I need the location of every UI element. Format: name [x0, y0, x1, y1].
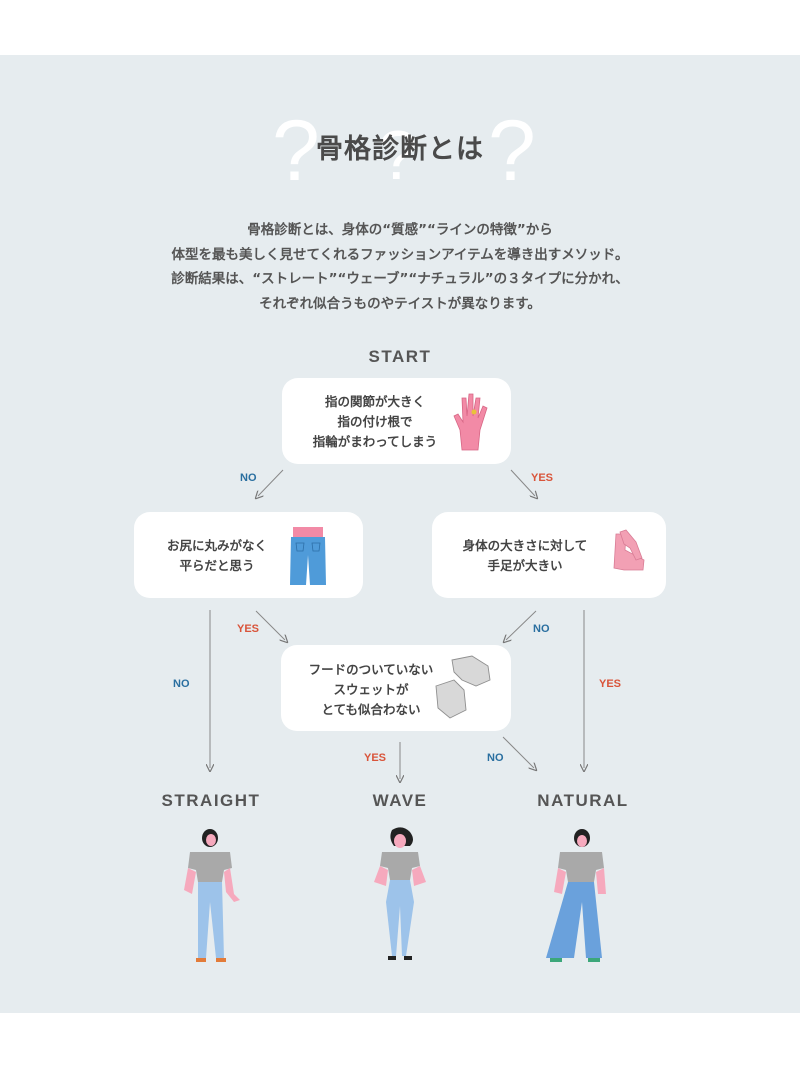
- question-mark-decoration-center: ?: [378, 116, 417, 194]
- question-line: 指輪がまわってしまう: [312, 434, 438, 449]
- answer-yes-label: YES: [531, 472, 554, 484]
- question-mark-decoration-right: ?: [488, 103, 536, 199]
- arrow-q1-yes: [510, 469, 535, 496]
- intro-line: 骨格診断とは、身体の“質感”“ラインの特徴”から: [247, 222, 553, 238]
- question-line: 身体の大きさに対して: [462, 538, 588, 553]
- intro-line: 体型を最も美しく見せてくれるファッションアイテムを導き出すメソッド。: [171, 246, 629, 263]
- page-title: 骨格診断とは: [316, 134, 484, 165]
- answer-no-label: NO: [487, 752, 504, 764]
- arrow-q2-yes: [255, 610, 285, 640]
- question-mark-decoration-left: ?: [272, 103, 320, 199]
- answer-no-label: NO: [533, 623, 550, 635]
- question-line: 指の関節が大きく: [324, 394, 425, 409]
- answer-yes-label: YES: [237, 623, 260, 635]
- question-line: 平らだと思う: [179, 558, 255, 573]
- hand-foot-illustration: [613, 529, 645, 571]
- result-straight-label: STRAIGHT: [161, 791, 261, 810]
- answer-yes-label: YES: [364, 752, 387, 764]
- question-line: お尻に丸みがなく: [166, 538, 267, 553]
- answer-yes-label: YES: [599, 678, 622, 690]
- question-line: 指の付け根で: [337, 414, 413, 429]
- straight-figure-illustration: [184, 829, 240, 962]
- jeans-illustration: [290, 527, 326, 585]
- question-line: フードのついていない: [308, 662, 434, 677]
- sweatshirt-illustration: [435, 655, 491, 719]
- question-text: 指の関節が大きく 指の付け根で 指輪がまわってしまう: [300, 392, 450, 452]
- natural-figure-illustration: [546, 829, 606, 962]
- question-text: お尻に丸みがなく 平らだと思う: [152, 536, 282, 576]
- answer-no-label: NO: [173, 678, 190, 690]
- result-natural-label: NATURAL: [537, 791, 629, 810]
- arrow-q4-no: [502, 736, 534, 768]
- question-text: フードのついていない スウェットが とても似合わない: [296, 660, 446, 720]
- result-wave-label: WAVE: [372, 791, 428, 810]
- intro-line: 診断結果は、“ストレート”“ウェーブ”“ナチュラル”の３タイプに分かれ、: [171, 271, 629, 287]
- arrow-q1-no: [258, 469, 284, 496]
- arrow-q3-no: [506, 610, 537, 640]
- question-line: 手足が大きい: [487, 558, 563, 573]
- question-line: とても似合わない: [321, 702, 421, 717]
- hand-illustration: [453, 393, 488, 451]
- intro-line: それぞれ似合うものやテイストが異なります。: [259, 295, 541, 312]
- wave-figure-illustration: [374, 827, 426, 960]
- start-label: START: [368, 347, 432, 366]
- answer-no-label: NO: [240, 472, 257, 484]
- question-text: 身体の大きさに対して 手足が大きい: [450, 536, 600, 576]
- intro-text: 骨格診断とは、身体の“質感”“ラインの特徴”から 体型を最も美しく見せてくれるフ…: [0, 218, 800, 316]
- question-line: スウェットが: [333, 682, 409, 697]
